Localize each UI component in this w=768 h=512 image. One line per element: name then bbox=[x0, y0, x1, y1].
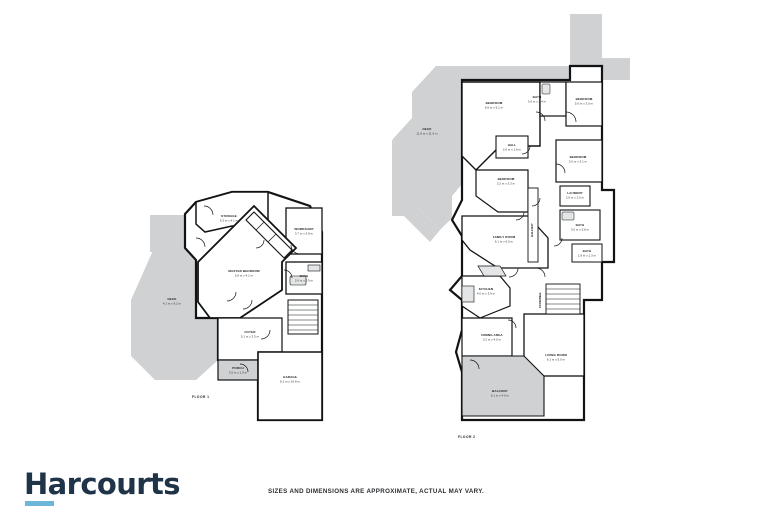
bedroom-ne-dims: 5.0 m x 3.0 m bbox=[575, 102, 594, 106]
laundry-room bbox=[559, 185, 591, 207]
living-room-label: LIVING ROOM bbox=[545, 353, 567, 357]
balcony-label: BALCONY bbox=[492, 389, 508, 393]
bedroom-mid-label: BEDROOM bbox=[498, 177, 515, 181]
kitchen-dims: 4.0 m x 3.9 m bbox=[477, 292, 496, 296]
bath-east-label: BATH bbox=[576, 223, 585, 227]
brand-accent-bar bbox=[25, 501, 54, 506]
hall-label: HALL bbox=[508, 143, 517, 147]
bedroom-mid-dims: 3.2 m x 3.3 m bbox=[497, 182, 516, 186]
staircase-floor-2 bbox=[545, 283, 581, 315]
bedroom-ne-room bbox=[565, 81, 603, 127]
hallway-corridor bbox=[527, 187, 539, 263]
workshop-dims: 3.7 m x 3.8 m bbox=[295, 232, 314, 236]
bedroom-nw-label: BEDROOM bbox=[486, 101, 503, 105]
family-room-label: FAMILY ROOM bbox=[493, 235, 516, 239]
laundry-dims: 2.6 m x 2.0 m bbox=[566, 196, 585, 200]
storage-dims: 5.3 m x 4.1 m bbox=[220, 219, 239, 223]
foyer-dims: 5.1 m x 2.5 m bbox=[241, 335, 260, 339]
family-room-dims: 6.1 m x 6.0 m bbox=[495, 240, 514, 244]
hallway-label: HALLWAY bbox=[530, 223, 534, 237]
kitchen-label: KITCHEN bbox=[479, 287, 493, 291]
deck-area-floor-2 bbox=[392, 66, 570, 230]
balcony-dims: 6.1 m x 4.0 m bbox=[491, 394, 510, 398]
bath-east-tub bbox=[561, 211, 575, 221]
porch-dims: 3.5 m x 1.9 m bbox=[229, 371, 248, 375]
bath-tub-floor-1 bbox=[289, 275, 307, 286]
balcony-area bbox=[461, 355, 545, 417]
deck-label-floor-1: DECK bbox=[167, 297, 177, 301]
master-wardrobe bbox=[245, 211, 293, 259]
door-swings-floor-2 bbox=[469, 111, 577, 370]
door-swings-floor-1 bbox=[195, 205, 301, 373]
deck-west-wing-floor-2 bbox=[392, 140, 440, 242]
harcourts-logo: Harcourts bbox=[24, 467, 181, 506]
laundry-label: LAUNDRY bbox=[567, 191, 583, 195]
bath-north-tub bbox=[541, 83, 551, 95]
disclaimer-text: SIZES AND DIMENSIONS ARE APPROXIMATE, AC… bbox=[268, 488, 485, 495]
hall-room bbox=[495, 135, 529, 159]
deck-label-floor-2: DECK bbox=[422, 127, 432, 131]
bedroom-ne-label: BEDROOM bbox=[576, 97, 593, 101]
bedroom-east-room bbox=[555, 139, 603, 183]
bath-small-room bbox=[571, 243, 603, 263]
bedroom-mid-room bbox=[475, 169, 529, 213]
bath-small-label: BATH bbox=[583, 249, 592, 253]
kitchen-island bbox=[477, 265, 507, 277]
garage-label: GARAGE bbox=[283, 375, 297, 379]
bath-dims-floor-1: 2.6 m x 2.9 m bbox=[295, 279, 314, 283]
bath-vanity-floor-1 bbox=[307, 264, 321, 272]
wardrobe-divider-1 bbox=[255, 221, 265, 231]
floor-1-tag: FLOOR 1 bbox=[192, 395, 209, 399]
bedroom-nw-dims: 6.6 m x 5.1 m bbox=[485, 106, 504, 110]
bath-north-dims: 3.0 m x 2.4 m bbox=[528, 100, 547, 104]
garage-dims: 8.1 m x 10.8 m bbox=[280, 380, 300, 384]
floor-2-plan: DECK 11.8 m x 11.6 m BEDROOM 6.6 m x 5.1… bbox=[392, 14, 630, 439]
brand-wordmark: Harcourts bbox=[24, 467, 181, 501]
bath-label-floor-1: BATH bbox=[300, 274, 309, 278]
garage-room bbox=[257, 351, 323, 421]
storage-label: STORAGE bbox=[221, 214, 237, 218]
dining-area-label: DINING AREA bbox=[481, 333, 503, 337]
master-bedroom-label: MASTER BEDROOM bbox=[228, 269, 260, 273]
dining-area-dims: 3.2 m x 4.0 m bbox=[483, 338, 502, 342]
foyer-label: FOYER bbox=[244, 330, 256, 334]
wardrobe-divider-2 bbox=[267, 233, 277, 243]
bath-small-dims: 1.8 m x 1.3 m bbox=[578, 254, 597, 258]
living-room-dims: 6.1 m x 5.0 m bbox=[547, 358, 566, 362]
workshop-label: WORKSHOP bbox=[294, 227, 313, 231]
hall-dims: 2.6 m x 1.8 m bbox=[503, 148, 522, 152]
floor-2-tag: FLOOR 2 bbox=[458, 435, 475, 439]
porch-label: PORCH bbox=[232, 366, 244, 370]
bedroom-east-dims: 3.0 m x 3.1 m bbox=[569, 160, 588, 164]
bath-north-label: BATH bbox=[533, 95, 542, 99]
staircase-floor-1 bbox=[287, 299, 319, 335]
deck-dims-floor-1: 4.1 m x 8.2 m bbox=[163, 302, 182, 306]
bath-east-dims: 3.0 m x 2.8 m bbox=[571, 228, 590, 232]
stairwell-label: STAIRWELL bbox=[538, 292, 542, 309]
bedroom-east-label: BEDROOM bbox=[570, 155, 587, 159]
deck-dims-floor-2: 11.8 m x 11.6 m bbox=[416, 132, 438, 136]
kitchen-bench bbox=[461, 285, 475, 303]
floor-1-plan: STORAGE 5.3 m x 4.1 m WORKSHOP 3.7 m x 3… bbox=[131, 190, 324, 422]
page-footer: Harcourts SIZES AND DIMENSIONS ARE APPRO… bbox=[0, 462, 768, 512]
master-bedroom-dims: 5.8 m x 4.1 m bbox=[235, 274, 254, 278]
floor-plan-canvas: STORAGE 5.3 m x 4.1 m WORKSHOP 3.7 m x 3… bbox=[131, 14, 630, 439]
